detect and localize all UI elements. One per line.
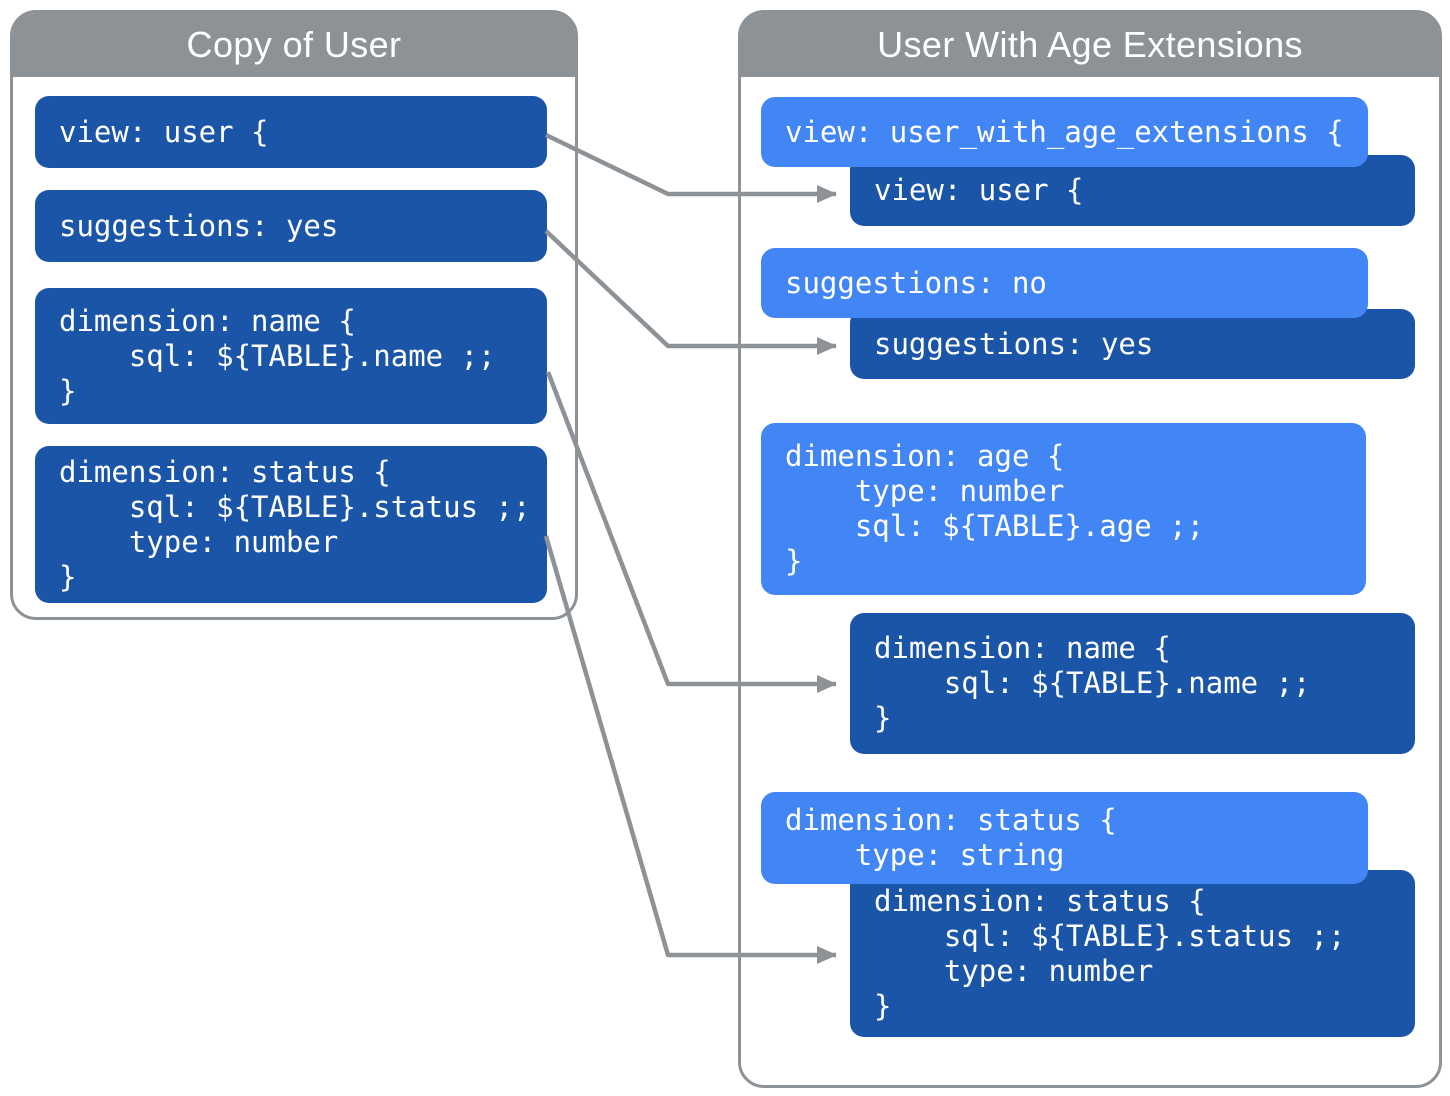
code-text: dimension: age { type: number sql: ${TAB… bbox=[785, 439, 1205, 578]
code-text: dimension: status { sql: ${TABLE}.status… bbox=[59, 454, 531, 594]
code-block-dimension-name-inherited: dimension: name { sql: ${TABLE}.name ;; … bbox=[850, 613, 1415, 754]
copy-of-user-panel-header: Copy of User bbox=[13, 13, 575, 77]
code-text: dimension: status { sql: ${TABLE}.status… bbox=[874, 883, 1346, 1023]
code-text: suggestions: no bbox=[785, 265, 1047, 300]
code-block-dimension-age-extension: dimension: age { type: number sql: ${TAB… bbox=[761, 423, 1366, 595]
code-block-suggestions-yes: suggestions: yes bbox=[35, 190, 547, 262]
copy-of-user-panel-title: Copy of User bbox=[186, 24, 402, 65]
code-text: suggestions: yes bbox=[874, 326, 1154, 361]
code-block-suggestions-no-extension: suggestions: no bbox=[761, 248, 1368, 318]
code-block-dimension-name: dimension: name { sql: ${TABLE}.name ;; … bbox=[35, 288, 547, 424]
code-block-view-user: view: user { bbox=[35, 96, 547, 168]
code-text: view: user_with_age_extensions { bbox=[785, 114, 1344, 149]
code-text: dimension: name { sql: ${TABLE}.name ;; … bbox=[59, 303, 496, 408]
user-with-age-extensions-panel-header: User With Age Extensions bbox=[741, 13, 1439, 77]
code-block-view-extension: view: user_with_age_extensions { bbox=[761, 97, 1368, 167]
code-text: view: user { bbox=[59, 114, 269, 149]
code-text: dimension: name { sql: ${TABLE}.name ;; … bbox=[874, 631, 1311, 735]
code-text: dimension: status { type: string bbox=[785, 803, 1117, 872]
code-block-suggestions-yes-inherited: suggestions: yes bbox=[850, 309, 1415, 379]
user-with-age-extensions-panel-title: User With Age Extensions bbox=[877, 24, 1303, 65]
code-block-dimension-status: dimension: status { sql: ${TABLE}.status… bbox=[35, 446, 547, 603]
code-text: view: user { bbox=[874, 173, 1084, 207]
code-text: suggestions: yes bbox=[59, 208, 339, 243]
code-block-dimension-status-inherited: dimension: status { sql: ${TABLE}.status… bbox=[850, 870, 1415, 1037]
code-block-dimension-status-extension: dimension: status { type: string bbox=[761, 792, 1368, 884]
